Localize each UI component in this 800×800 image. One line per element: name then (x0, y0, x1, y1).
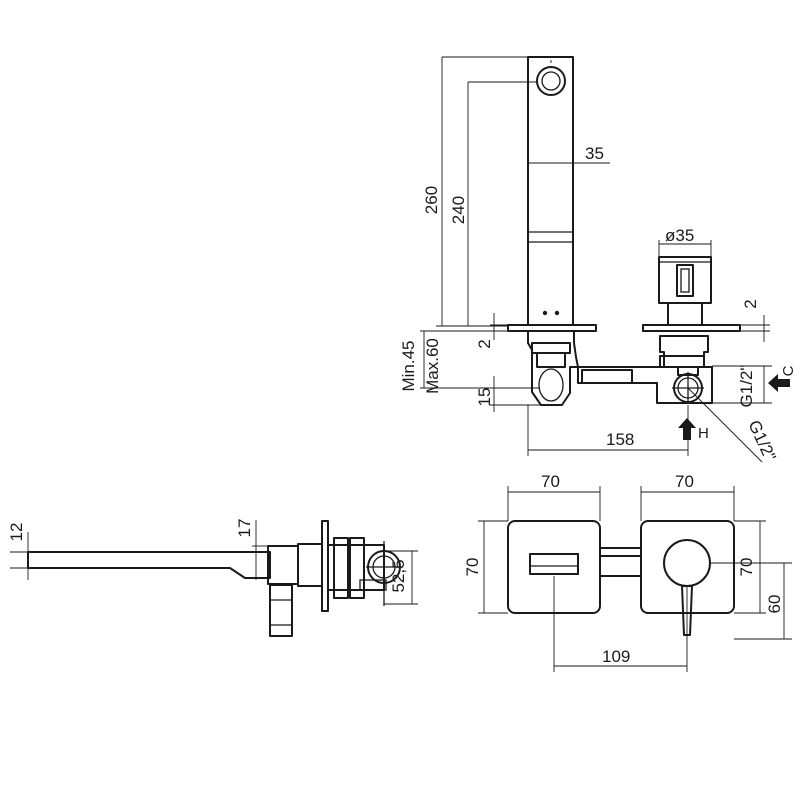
dim-left-plate-height: 70 (463, 520, 508, 614)
label-52-5: 52,5 (389, 559, 408, 592)
spout (527, 56, 574, 326)
front-right-plate (640, 520, 735, 614)
dim-wall-depth: Min.45 Max.60 (399, 330, 540, 394)
side-view: 12 17 52,5 (7, 519, 418, 637)
dim-plate-right: 2 (740, 299, 770, 342)
dim-handle-offset: 60 (710, 562, 792, 640)
label-o35: ø35 (665, 226, 694, 245)
hot-arrow-icon (678, 418, 696, 440)
label-15: 15 (475, 388, 494, 407)
dim-center-distance: 109 (553, 576, 688, 672)
dim-handle-diameter: ø35 (658, 226, 712, 257)
dim-right-plate-width: 70 (640, 472, 735, 521)
label-max60: Max.60 (423, 338, 442, 394)
label-g12-hot: G1/2" (744, 417, 779, 464)
label-2-right: 2 (741, 299, 760, 308)
label-70-top-right: 70 (675, 472, 694, 491)
label-240: 240 (449, 196, 468, 224)
cold-label: C (780, 365, 797, 376)
label-70-left: 70 (463, 558, 482, 577)
label-2-left: 2 (475, 339, 494, 348)
concealed-body (527, 331, 713, 406)
label-min45: Min.45 (399, 340, 418, 391)
dim-left-plate-width: 70 (507, 472, 601, 521)
label-158: 158 (606, 430, 634, 449)
cold-arrow-icon (768, 374, 790, 392)
label-17: 17 (235, 519, 254, 538)
dim-right-plate-height: 70 (734, 520, 766, 614)
dim-body-length: 158 (527, 405, 689, 456)
label-12: 12 (7, 523, 26, 542)
elevation-view: 260 240 35 ø35 2 (399, 56, 797, 464)
dim-spout-width: 35 (528, 144, 610, 170)
label-35: 35 (585, 144, 604, 163)
label-70-top-left: 70 (541, 472, 560, 491)
front-view: 70 70 70 70 60 (463, 472, 792, 672)
dim-spout-projection: 12 (7, 523, 29, 580)
dim-total-height: 260 (422, 56, 528, 327)
mixer-handle (658, 256, 712, 326)
label-260: 260 (422, 186, 441, 214)
label-60: 60 (765, 595, 784, 614)
dim-inlet-offset: 15 (475, 376, 545, 412)
dim-spout-height: 240 (449, 81, 537, 326)
dim-body-depth: 52,5 (384, 550, 418, 605)
dim-side-lever: 17 (235, 519, 268, 580)
label-109: 109 (602, 647, 630, 666)
hot-label: H (698, 425, 709, 442)
label-70-right: 70 (737, 558, 756, 577)
label-g12-cold: G1/2" (737, 365, 756, 408)
spout-wall-plate (507, 324, 597, 332)
cold-inlet: G1/2" C (712, 365, 797, 408)
